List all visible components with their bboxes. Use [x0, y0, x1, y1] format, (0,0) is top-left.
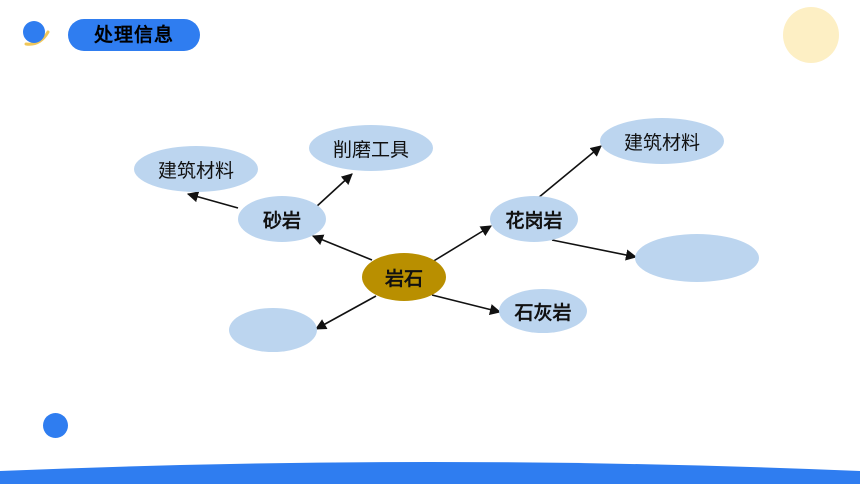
edge-sandstone-use1 [186, 191, 239, 209]
node-sandstone-use-grinding: 削磨工具 [309, 125, 433, 171]
edge-center-blank [315, 295, 377, 330]
corner-dot-icon [23, 21, 50, 46]
edge-sandstone-use2 [315, 173, 353, 208]
edge-center-granite [431, 225, 492, 263]
center-node-rock: 岩石 [362, 253, 446, 301]
blue-dot-decoration [43, 413, 68, 438]
edge-granite-use1 [537, 145, 602, 199]
yellow-circle-decoration [783, 7, 839, 63]
edge-center-limestone [431, 294, 502, 315]
node-sandstone: 砂岩 [238, 196, 326, 242]
node-granite: 花岗岩 [490, 196, 578, 242]
node-granite-use-building: 建筑材料 [600, 118, 724, 164]
bottom-wave-decoration [0, 462, 860, 484]
node-granite-use-blank [635, 234, 759, 282]
node-blank-rock [229, 308, 317, 352]
node-limestone: 石灰岩 [499, 289, 587, 333]
edge-center-sandstone [311, 234, 373, 261]
node-sandstone-use-building: 建筑材料 [134, 146, 258, 192]
page-title: 处理信息 [68, 19, 200, 51]
edge-granite-use2 [551, 239, 638, 261]
